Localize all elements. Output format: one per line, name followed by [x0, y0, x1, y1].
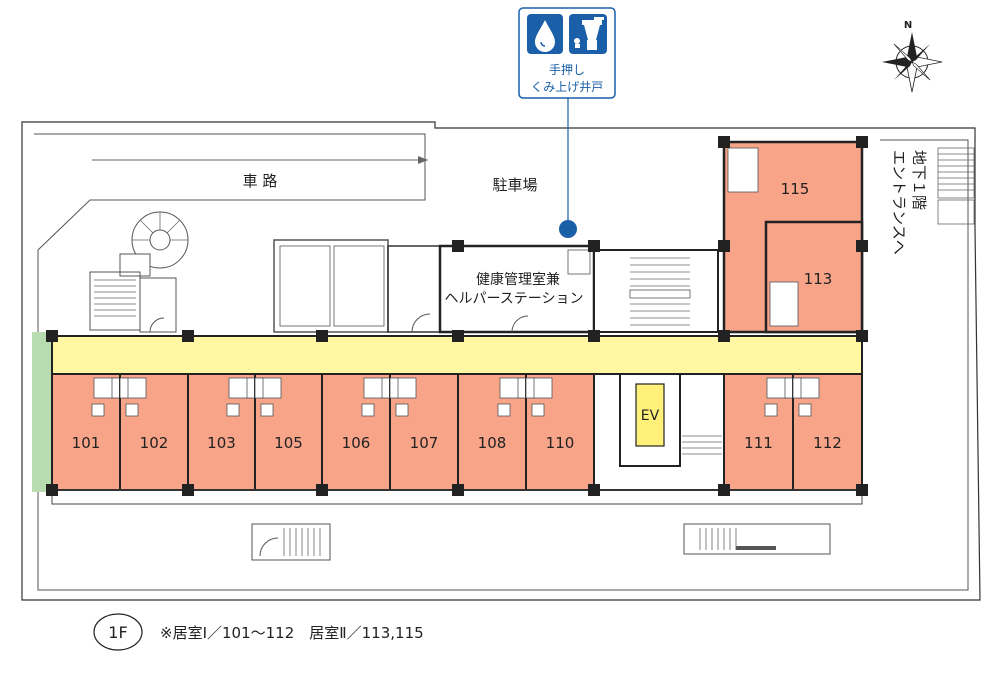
room-label: 108 — [478, 434, 507, 452]
pillar — [718, 484, 730, 496]
pillar — [588, 484, 600, 496]
room-106: 106 — [321, 373, 391, 491]
room-label: 113 — [804, 270, 833, 288]
parking-spaces — [273, 239, 389, 333]
room-label: 111 — [744, 434, 773, 452]
water-drop-icon — [535, 20, 555, 52]
left-stairs — [89, 271, 177, 333]
room-111: 111 — [723, 373, 794, 491]
front-rooms: 101 102 103 105 106 107 108 110 111 112 — [51, 373, 863, 491]
well-label-line1: 手押し — [549, 63, 585, 77]
pillar — [182, 484, 194, 496]
pillar — [856, 484, 868, 496]
pillar — [46, 330, 58, 342]
pillar — [182, 330, 194, 342]
room-112: 112 — [792, 373, 863, 491]
right-stairs — [937, 147, 975, 225]
room-label: 106 — [342, 434, 371, 452]
center-stairs — [593, 249, 719, 333]
parking-label: 駐車場 — [492, 176, 537, 194]
pillar — [588, 330, 600, 342]
room-type-note: ※居室Ⅰ／101〜112 居室Ⅱ／113,115 — [160, 624, 424, 642]
room-label: 102 — [140, 434, 169, 452]
road-arrow — [92, 156, 428, 164]
room-label: 115 — [781, 180, 810, 198]
compass-icon — [882, 32, 943, 93]
room-label: 101 — [72, 434, 101, 452]
bottom-stairs-left — [251, 523, 331, 561]
svg-text:地下１階: 地下１階 — [910, 150, 928, 210]
elevator — [635, 383, 665, 447]
room-label: 112 — [813, 434, 842, 452]
pillar — [452, 484, 464, 496]
room-108: 108 — [457, 373, 527, 491]
pillar — [316, 484, 328, 496]
office-label-1: 健康管理室兼 — [476, 271, 560, 288]
pillar — [718, 240, 730, 252]
corridor — [51, 335, 863, 375]
pillar — [718, 330, 730, 342]
room-105: 105 — [254, 373, 323, 491]
bottom-stairs-right — [683, 523, 831, 555]
office-room: 健康管理室兼 ヘルパーステーション — [438, 244, 596, 334]
room-110: 110 — [525, 373, 595, 491]
green-strip — [32, 332, 52, 492]
pillar — [316, 330, 328, 342]
room-102: 102 — [119, 373, 189, 491]
basement-entrance-label: 地下１階 エントランスへ — [890, 150, 928, 255]
footer: 1F ※居室Ⅰ／101〜112 居室Ⅱ／113,115 — [93, 613, 424, 651]
well-label-line2: くみ上げ井戸 — [531, 80, 603, 94]
compass-label: N — [904, 20, 912, 31]
floor-label: 1F — [108, 623, 127, 642]
room-label: 105 — [274, 434, 303, 452]
spiral-stair — [119, 211, 189, 277]
floor-badge — [93, 613, 143, 651]
room-107: 107 — [389, 373, 459, 491]
room-113: 113 — [764, 220, 864, 334]
room-103: 103 — [187, 373, 256, 491]
pillar — [452, 330, 464, 342]
room-101: 101 — [51, 373, 121, 491]
pillar — [46, 484, 58, 496]
svg-text:エントランスへ: エントランスへ — [890, 150, 908, 255]
well-legend: 手押し くみ上げ井戸 — [518, 7, 616, 99]
pillar — [452, 240, 464, 252]
road-label: 車 路 — [243, 172, 278, 190]
room-label: 110 — [546, 434, 575, 452]
ev-core: EV — [593, 373, 725, 491]
pillar — [856, 136, 868, 148]
pillar — [856, 330, 868, 342]
ev-label: EV — [641, 408, 660, 424]
pillar — [718, 136, 730, 148]
pillars — [46, 136, 868, 496]
pillar — [856, 240, 868, 252]
hand-pump-icon — [574, 17, 604, 50]
office-label-2: ヘルパーステーション — [444, 291, 583, 307]
room-label: 103 — [207, 434, 236, 452]
room-label: 107 — [410, 434, 439, 452]
site-boundary — [21, 121, 981, 601]
well-marker — [559, 98, 577, 238]
pillar — [588, 240, 600, 252]
